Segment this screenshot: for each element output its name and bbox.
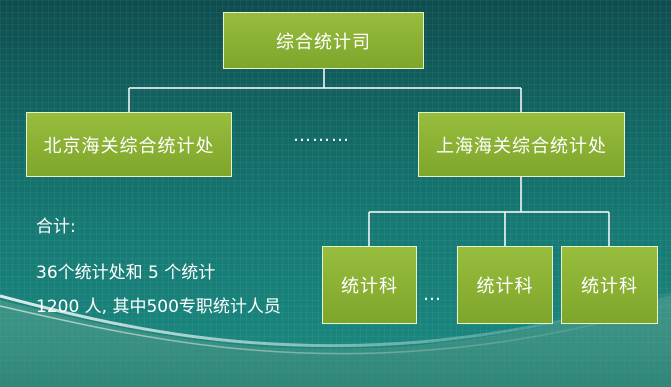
ellipsis-level3: … xyxy=(423,284,442,305)
summary-title: 合计: xyxy=(36,217,76,237)
node-shanghai: 上海海关综合统计处 xyxy=(418,112,625,177)
node-section-right: 统计科 xyxy=(561,246,658,324)
node-section-center: 统计科 xyxy=(457,246,553,324)
node-top: 综合统计司 xyxy=(223,12,424,69)
node-section-left: 统计科 xyxy=(322,246,417,324)
summary-line1: 36个统计处和 5 个统计 xyxy=(36,263,216,283)
summary-line2: 1200 人, 其中500专职统计人员 xyxy=(36,297,281,317)
ellipsis-level2: ……… xyxy=(293,125,350,146)
node-beijing: 北京海关综合统计处 xyxy=(26,112,232,177)
